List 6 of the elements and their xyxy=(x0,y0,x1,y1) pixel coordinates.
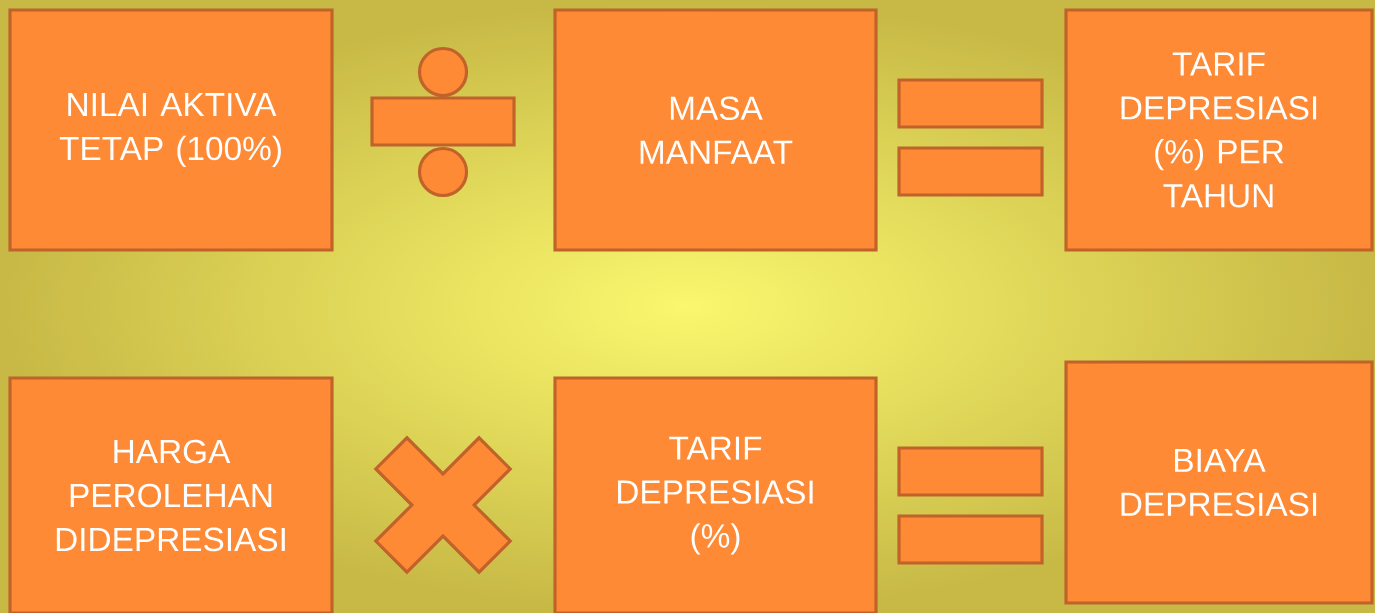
text-box: NILAI AKTIVA TETAP (100%) xyxy=(8,8,334,252)
text-box: MASA MANFAAT xyxy=(553,8,878,252)
text-box: BIAYA DEPRESIASI xyxy=(1064,360,1374,605)
text-box: TARIF DEPRESIASI (%) xyxy=(553,376,878,613)
text-box: HARGA PEROLEHAN DIDEPRESIASI xyxy=(8,376,334,613)
text-box: TARIF DEPRESIASI (%) PER TAHUN xyxy=(1064,8,1374,252)
